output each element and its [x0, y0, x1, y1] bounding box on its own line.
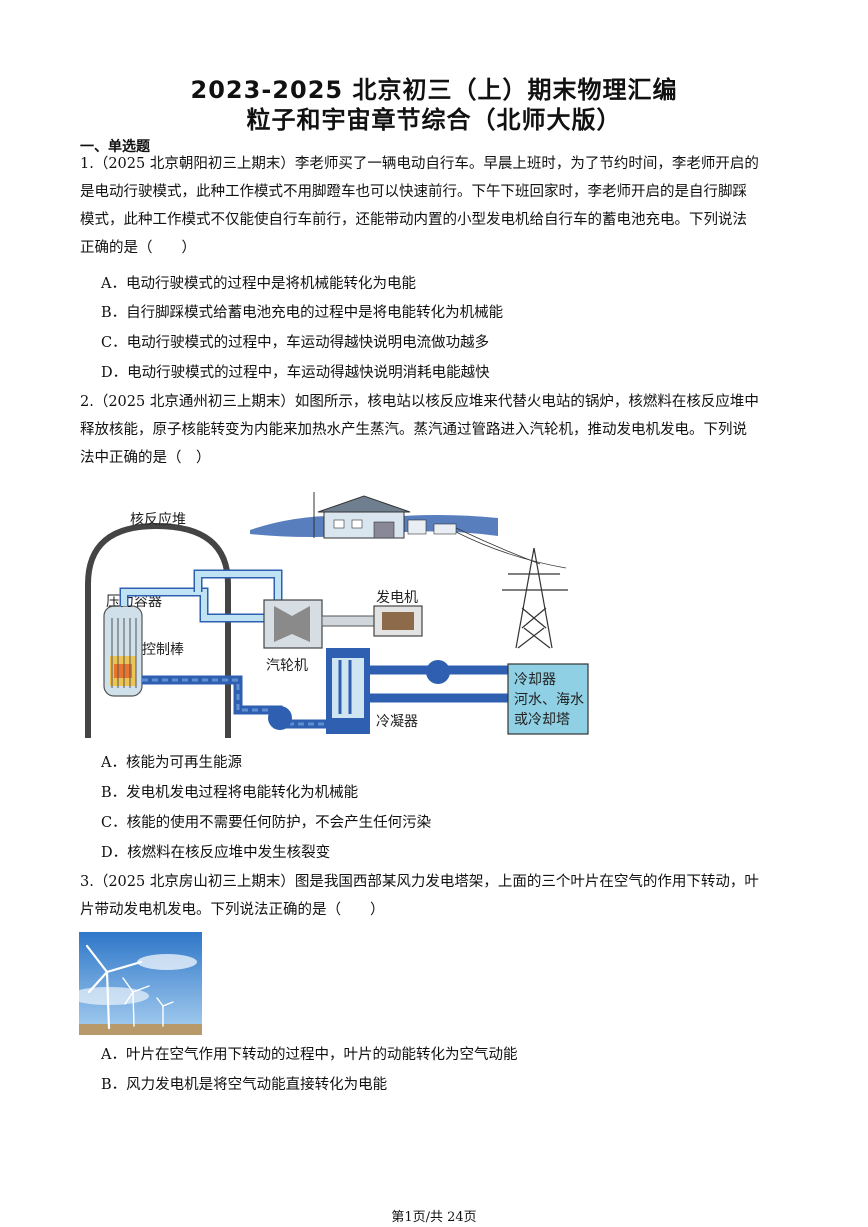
- question-3-option-a: A．叶片在空气作用下转动的过程中，叶片的动能转化为空气动能: [101, 1047, 518, 1063]
- label-turbine: 汽轮机: [266, 658, 308, 674]
- label-condenser: 冷凝器: [376, 714, 418, 730]
- doc-title-line1: 2023-2025 北京初三（上）期末物理汇编: [190, 76, 678, 104]
- pump-icon: [426, 660, 450, 684]
- question-1-line: 是电动行驶模式，此种工作模式不用脚蹬车也可以快速前行。下午下班回家时，李老师开启…: [80, 184, 747, 200]
- house-icon: [313, 492, 457, 539]
- label-control-rod: 控制棒: [142, 642, 184, 658]
- question-3-line: 片带动发电机发电。下列说法正确的是（ ）: [80, 902, 385, 918]
- question-2-line: 2.（2025 北京通州初三上期末）如图所示，核电站以核反应堆来代替火电站的锅炉…: [80, 394, 759, 410]
- question-1-line: 模式，此种工作模式不仅能使自行车前行，还能带动内置的小型发电机给自行车的蓄电池充…: [80, 212, 747, 228]
- page-footer: 第1页/共 24页: [391, 1210, 477, 1225]
- question-2-option-b: B．发电机发电过程将电能转化为机械能: [101, 785, 359, 801]
- label-generator: 发电机: [376, 590, 418, 606]
- doc-title-line2: 粒子和宇宙章节综合（北师大版）: [246, 106, 622, 134]
- question-1-option-c: C．电动行驶模式的过程中，车运动得越快说明电流做功越多: [101, 335, 490, 351]
- question-2-line: 释放核能，原子核能转变为内能来加热水产生蒸汽。蒸汽通过管路进入汽轮机，推动发电机…: [80, 422, 747, 438]
- transmission-tower-icon: [502, 547, 568, 649]
- question-1-option-d: D．电动行驶模式的过程中，车运动得越快说明消耗电能越快: [101, 365, 490, 381]
- generator-shape: [373, 605, 423, 637]
- question-2-option-d: D．核燃料在核反应堆中发生核裂变: [101, 845, 331, 861]
- question-2-option-c: C．核能的使用不需要任何防护，不会产生任何污染: [101, 815, 432, 831]
- question-3-line: 3.（2025 北京房山初三上期末）图是我国西部某风力发电塔架，上面的三个叶片在…: [80, 874, 759, 890]
- question-3-option-b: B．风力发电机是将空气动能直接转化为电能: [101, 1077, 388, 1093]
- question-1-option-a: A．电动行驶模式的过程中是将机械能转化为电能: [101, 276, 416, 292]
- question-1-stem: 1.（2025 北京朝阳初三上期末）李老师买了一辆电动自行车。早晨上班时，为了节…: [80, 150, 790, 262]
- question-2-option-a: A．核能为可再生能源: [101, 755, 242, 771]
- pump-icon: [268, 706, 292, 730]
- nuclear-power-plant-diagram: 核反应堆 压力容器 控制棒 汽轮机 发电机 冷凝器: [85, 492, 589, 738]
- question-1-option-b: B．自行脚踩模式给蓄电池充电的过程中是将电能转化为机械能: [101, 305, 504, 321]
- question-1-line: 1.（2025 北京朝阳初三上期末）李老师买了一辆电动自行车。早晨上班时，为了节…: [80, 156, 759, 172]
- label-cooler: 冷却器: [514, 672, 556, 688]
- turbine-shape: [263, 599, 323, 649]
- label-cooler-line3: 或冷却塔: [514, 712, 570, 728]
- question-3-stem: 3.（2025 北京房山初三上期末）图是我国西部某风力发电塔架，上面的三个叶片在…: [80, 868, 790, 924]
- label-cooler-line2: 河水、海水: [514, 692, 584, 708]
- section-heading: 一、单选题: [80, 139, 150, 155]
- cooler-box: [507, 663, 589, 735]
- label-reactor: 核反应堆: [130, 511, 186, 528]
- question-2-line: 法中正确的是（ ）: [80, 450, 211, 466]
- wind-turbine-photo: [79, 932, 202, 1035]
- question-2-stem: 2.（2025 北京通州初三上期末）如图所示，核电站以核反应堆来代替火电站的锅炉…: [80, 388, 790, 472]
- question-1-line: 正确的是（ ）: [80, 240, 196, 256]
